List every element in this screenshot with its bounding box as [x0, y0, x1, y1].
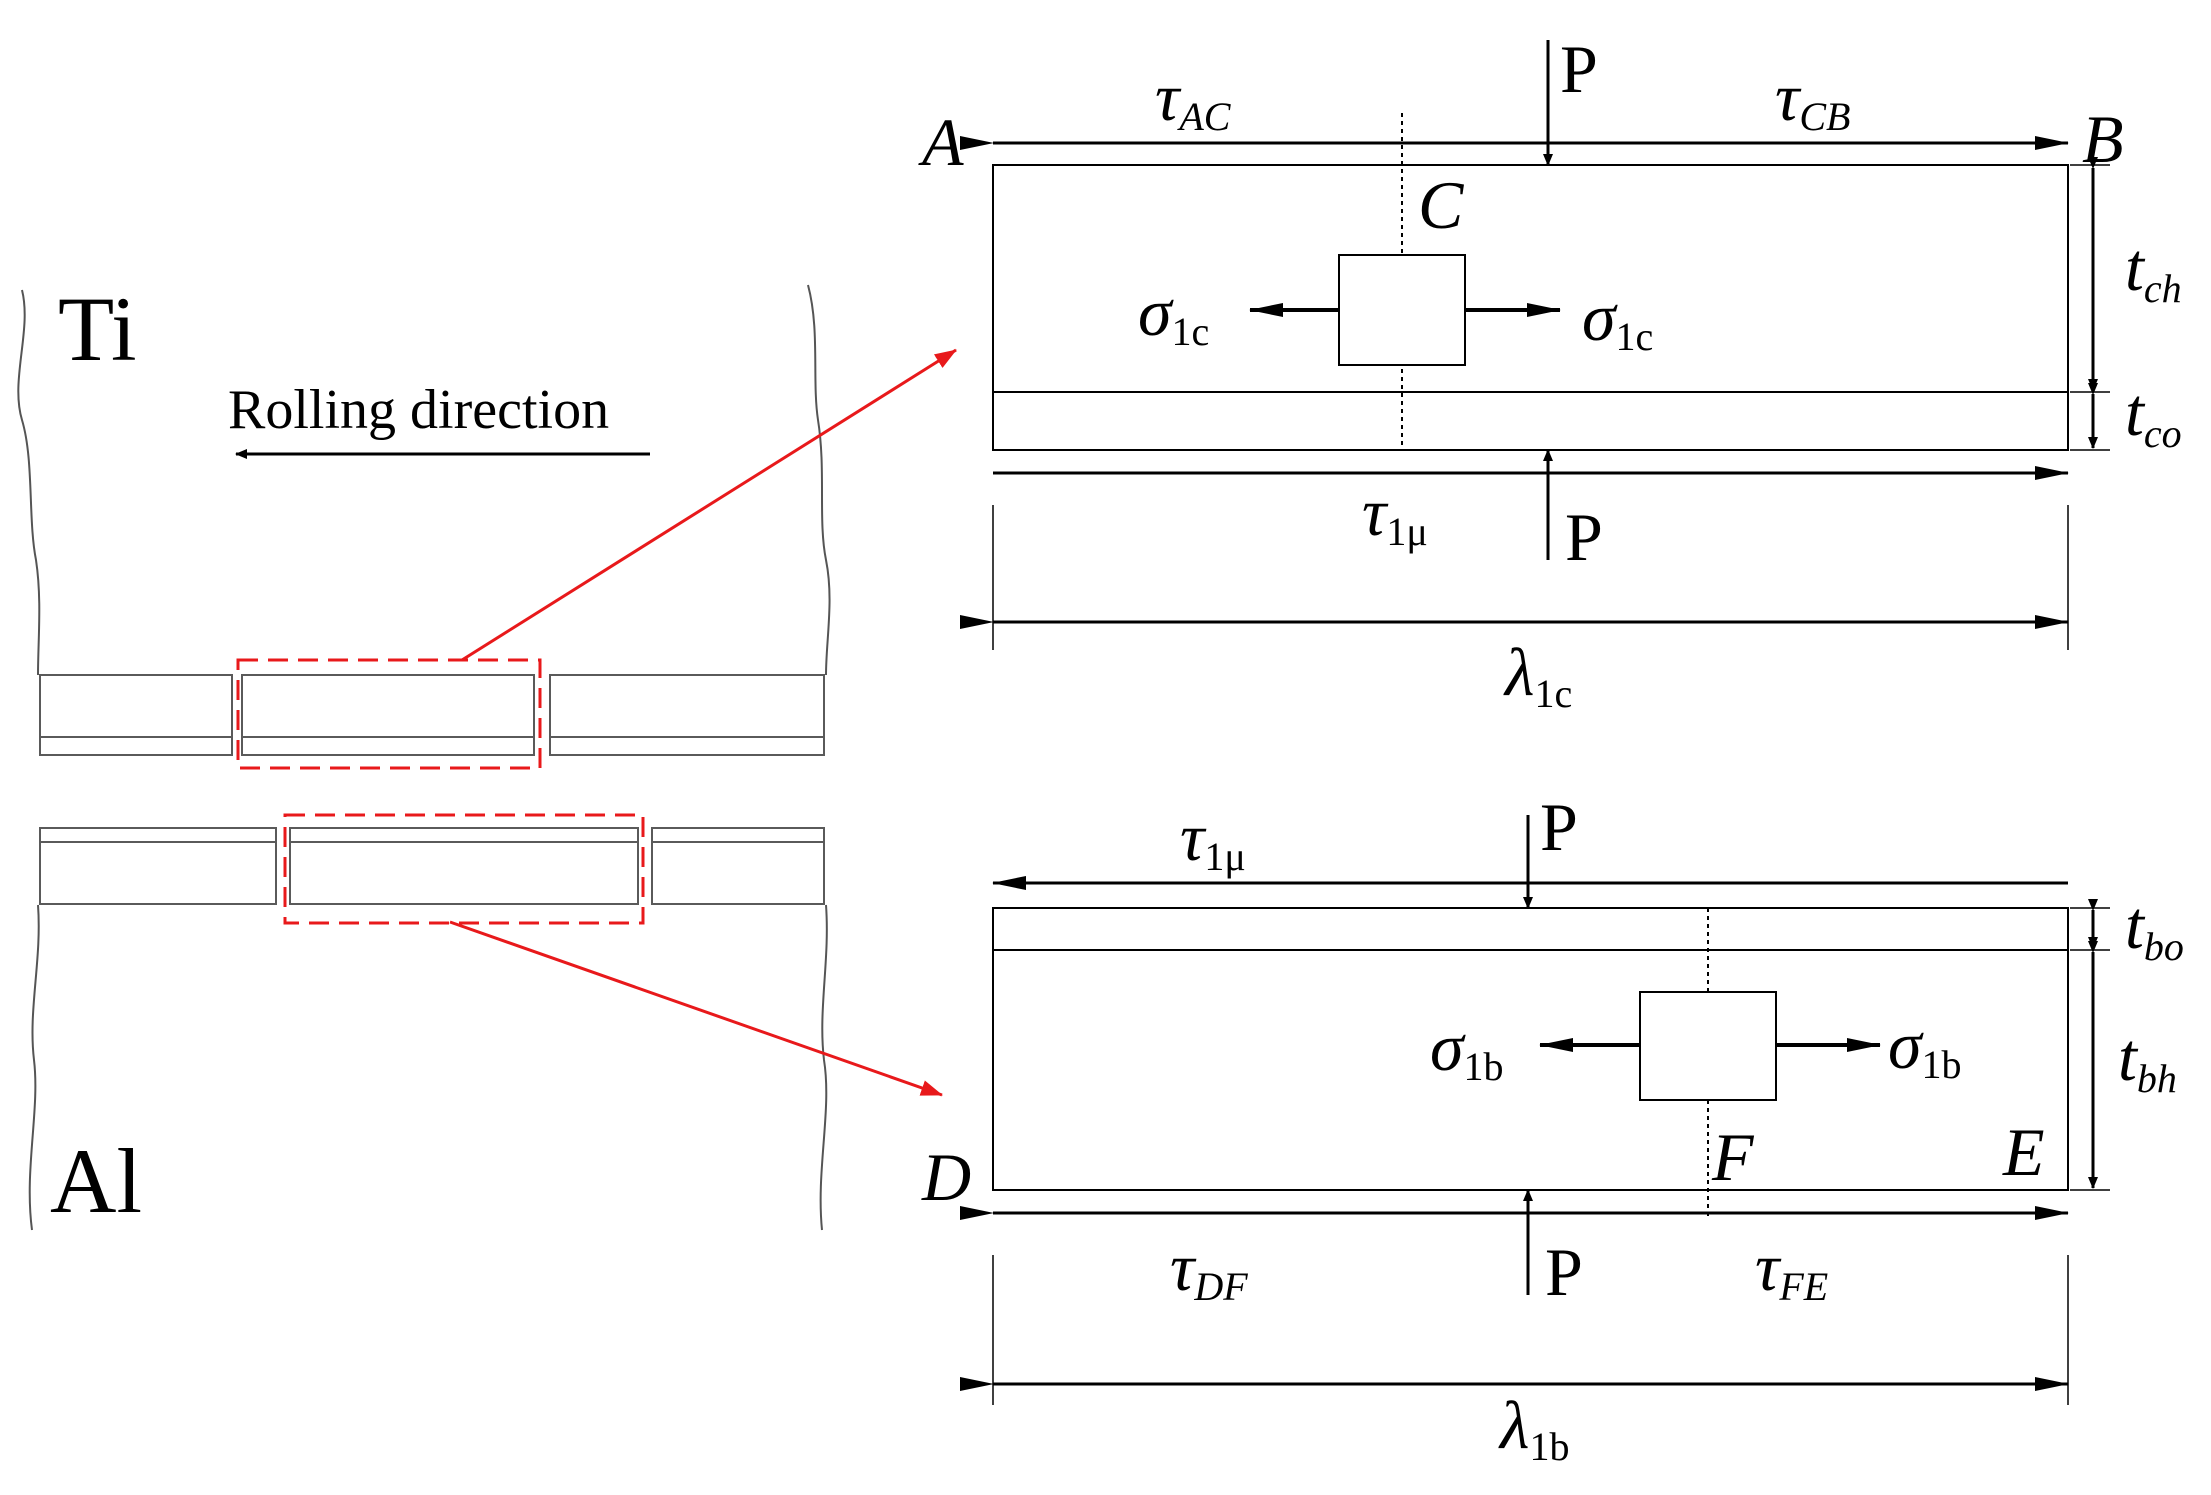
t-bh-label: tbh [2118, 1019, 2177, 1101]
rolling-direction-label: Rolling direction [228, 379, 609, 441]
top-beam-outline [992, 164, 2069, 451]
t-co-label: tco [2125, 374, 2182, 456]
point-a-label: A [918, 104, 964, 180]
ti-left-wavy-edge [17, 289, 41, 676]
sigma-1b-left-label: σ1b [1430, 1009, 1504, 1089]
point-f-label: F [1711, 1119, 1755, 1195]
t-ch-label: tch [2125, 229, 2182, 311]
top-load-top-label: P [1560, 31, 1598, 107]
tau-1mu-top-label: τ1μ [1362, 474, 1428, 554]
sigma-1c-left-label: σ1c [1138, 274, 1209, 354]
top-load-bottom-label: P [1565, 499, 1603, 575]
al-strip [39, 827, 825, 905]
ti-strip [39, 674, 825, 756]
ti-highlight-box [236, 658, 542, 770]
sigma-1c-right-label: σ1c [1582, 279, 1653, 359]
tau-1mu-bottom-label: τ1μ [1180, 799, 1246, 879]
top-beam: A B C P P τAC τCB τ1μ σ1c σ1c tch tco λ1… [918, 31, 2182, 716]
bottom-beam: D E F P P τ1μ τDF τFE σ1b σ1b tbo tbh λ1… [921, 789, 2184, 1469]
ti-label: Ti [58, 278, 137, 380]
al-left-wavy-edge [28, 904, 40, 1231]
left-panel: Ti Al Rolling direction [17, 278, 957, 1232]
point-b-label: B [2082, 101, 2124, 177]
bottom-load-top-label: P [1540, 789, 1578, 865]
tau-ac-label: τAC [1155, 59, 1232, 139]
tau-fe-label: τFE [1755, 1229, 1828, 1309]
bottom-element-box [1639, 991, 1777, 1101]
lambda-1c-label: λ1c [1503, 634, 1572, 716]
al-highlight-box [283, 813, 645, 925]
al-right-wavy-edge [819, 904, 828, 1231]
sigma-1b-right-label: σ1b [1888, 1007, 1962, 1087]
top-element-box [1338, 254, 1466, 366]
tau-cb-label: τCB [1775, 59, 1850, 139]
point-e-label: E [2002, 1114, 2045, 1190]
al-zoom-arrow [449, 920, 943, 1097]
point-c-label: C [1418, 167, 1464, 243]
point-d-label: D [921, 1139, 971, 1215]
bottom-load-bottom-label: P [1545, 1234, 1583, 1310]
lambda-1b-label: λ1b [1498, 1387, 1569, 1469]
t-bo-label: tbo [2125, 887, 2184, 969]
tau-df-label: τDF [1170, 1229, 1248, 1309]
al-label: Al [50, 1130, 142, 1232]
ti-right-wavy-edge [807, 284, 831, 676]
ti-zoom-arrow [461, 348, 957, 662]
